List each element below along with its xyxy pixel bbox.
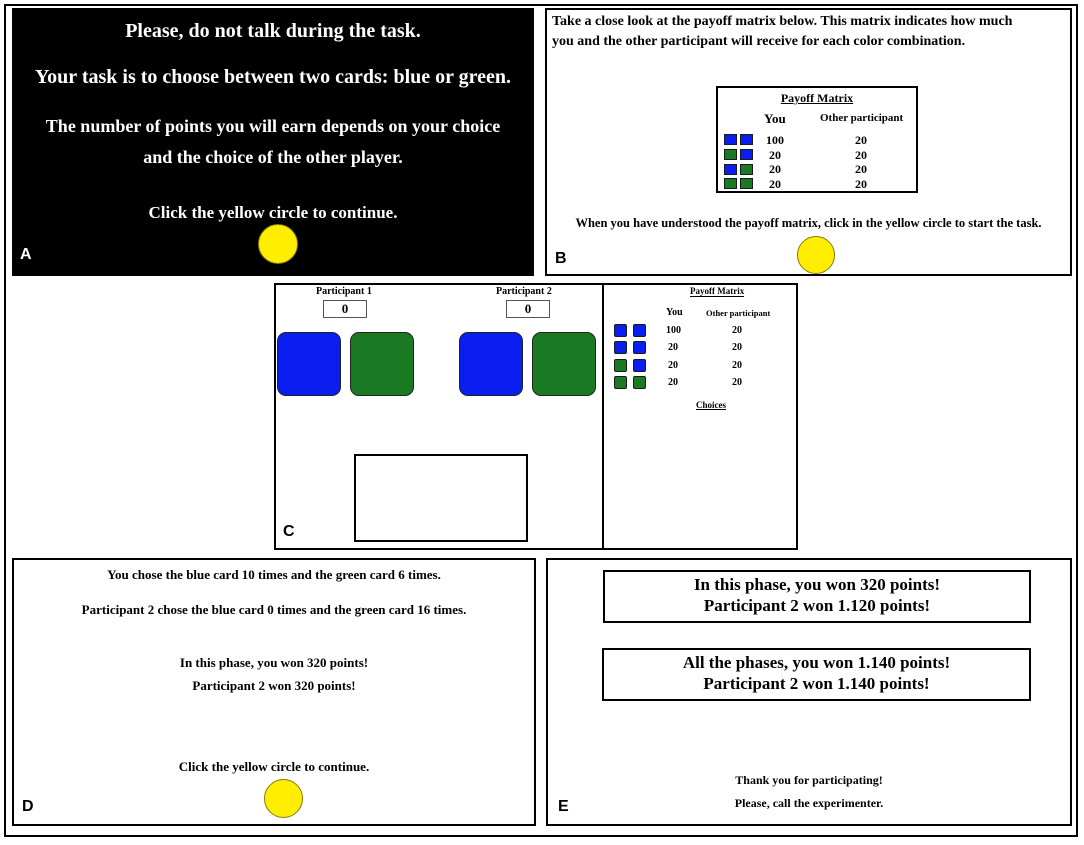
c-row4-other: 20 xyxy=(732,377,742,388)
b-row3-you: 20 xyxy=(769,162,781,176)
panel-d: You chose the blue card 10 times and the… xyxy=(12,558,536,826)
figure-frame xyxy=(4,4,1078,837)
panel-a-letter: A xyxy=(20,246,32,263)
b-row2-you: 20 xyxy=(769,148,781,162)
panel-c: Participant 1 0 Participant 2 0 Payoff M… xyxy=(274,283,798,550)
b-row2-other: 20 xyxy=(855,148,867,162)
total-result-line2: Participant 2 won 1.140 points! xyxy=(703,674,930,693)
c-row3-you: 20 xyxy=(668,360,678,371)
b-row3-square-left xyxy=(724,164,737,175)
panel-d-line4: Participant 2 won 320 points! xyxy=(192,678,356,693)
panel-a: Please, do not talk during the task. You… xyxy=(12,8,534,276)
panel-a-line2: Your task is to choose between two cards… xyxy=(34,66,512,88)
payoff-matrix-box: Payoff Matrix You Other participant 100 … xyxy=(716,86,918,193)
c-matrix-col-other: Other participant xyxy=(706,308,771,318)
total-result-box: All the phases, you won 1.140 points! Pa… xyxy=(602,648,1031,701)
matrix-col-other: Other participant xyxy=(820,112,904,124)
b-row3-square-right xyxy=(740,164,753,175)
thank-you-text: Thank you for participating! xyxy=(735,773,883,787)
panel-d-line3: In this phase, you won 320 points! xyxy=(179,655,369,670)
b-row4-you: 20 xyxy=(769,177,781,191)
panel-a-line4: and the choice of the other player. xyxy=(143,147,403,167)
panel-d-line1: You chose the blue card 10 times and the… xyxy=(107,567,441,582)
p2-blue-card[interactable] xyxy=(459,332,523,396)
p1-blue-card[interactable] xyxy=(277,332,341,396)
panel-b: Take a close look at the payoff matrix b… xyxy=(545,8,1072,276)
panel-c-letter: C xyxy=(283,523,295,540)
participant-1-label: Participant 1 xyxy=(316,286,372,297)
c-row2-you: 20 xyxy=(668,342,678,353)
p2-green-card[interactable] xyxy=(532,332,596,396)
p1-green-card[interactable] xyxy=(350,332,414,396)
participant-2-label: Participant 2 xyxy=(496,286,552,297)
panel-b-intro-line2: you and the other participant will recei… xyxy=(552,34,966,49)
b-row1-square-left xyxy=(724,134,737,145)
c-row1-you: 100 xyxy=(666,325,681,336)
participant-2-score: 0 xyxy=(506,300,550,318)
b-row2-square-right xyxy=(740,149,753,160)
b-row1-square-right xyxy=(740,134,753,145)
c-row4-square-left xyxy=(614,376,627,389)
panel-a-line3: The number of points you will earn depen… xyxy=(45,116,501,136)
total-result-line1: All the phases, you won 1.140 points! xyxy=(682,653,951,672)
payoff-matrix-title: Payoff Matrix xyxy=(780,91,854,105)
c-payoff-matrix-title: Payoff Matrix xyxy=(690,286,745,297)
c-row3-square-left xyxy=(614,359,627,372)
c-row4-square-right xyxy=(633,376,646,389)
c-row1-square-right xyxy=(633,324,646,337)
panel-e-letter: E xyxy=(558,798,569,815)
c-row2-square-left xyxy=(614,341,627,354)
b-row4-other: 20 xyxy=(855,177,867,191)
participant-1-score: 0 xyxy=(323,300,367,318)
phase-result-line2: Participant 2 won 1.120 points! xyxy=(703,596,931,615)
c-row3-square-right xyxy=(633,359,646,372)
c-row1-other: 20 xyxy=(732,325,742,336)
choice-display-box xyxy=(354,454,528,542)
b-row4-square-left xyxy=(724,178,737,189)
panel-e: In this phase, you won 320 points! Parti… xyxy=(546,558,1072,826)
b-row2-square-left xyxy=(724,149,737,160)
b-row4-square-right xyxy=(740,178,753,189)
choices-label: Choices xyxy=(696,400,726,410)
panel-b-letter: B xyxy=(555,250,567,267)
call-experimenter-text: Please, call the experimenter. xyxy=(734,796,884,810)
c-row1-square-left xyxy=(614,324,627,337)
panel-c-divider xyxy=(602,285,604,550)
panel-d-letter: D xyxy=(22,798,34,815)
c-row2-other: 20 xyxy=(732,342,742,353)
c-row2-square-right xyxy=(633,341,646,354)
b-row3-other: 20 xyxy=(855,162,867,176)
matrix-col-you: You xyxy=(764,111,786,126)
panel-b-intro-line1: Take a close look at the payoff matrix b… xyxy=(552,14,1013,29)
phase-result-line1: In this phase, you won 320 points! xyxy=(693,575,941,594)
continue-yellow-circle-d[interactable] xyxy=(264,779,303,818)
start-yellow-circle[interactable] xyxy=(797,236,835,274)
continue-yellow-circle[interactable] xyxy=(258,224,298,264)
c-row3-other: 20 xyxy=(732,360,742,371)
b-row1-other: 20 xyxy=(855,133,867,147)
panel-d-line5: Click the yellow circle to continue. xyxy=(178,759,370,774)
phase-result-box: In this phase, you won 320 points! Parti… xyxy=(603,570,1031,623)
b-row1-you: 100 xyxy=(766,133,784,147)
panel-b-instruction: When you have understood the payoff matr… xyxy=(575,216,1042,230)
c-matrix-col-you: You xyxy=(666,307,683,318)
panel-a-line1: Please, do not talk during the task. xyxy=(125,20,421,42)
panel-a-line5: Click the yellow circle to continue. xyxy=(148,203,398,222)
panel-d-line2: Participant 2 chose the blue card 0 time… xyxy=(81,602,467,617)
c-row4-you: 20 xyxy=(668,377,678,388)
